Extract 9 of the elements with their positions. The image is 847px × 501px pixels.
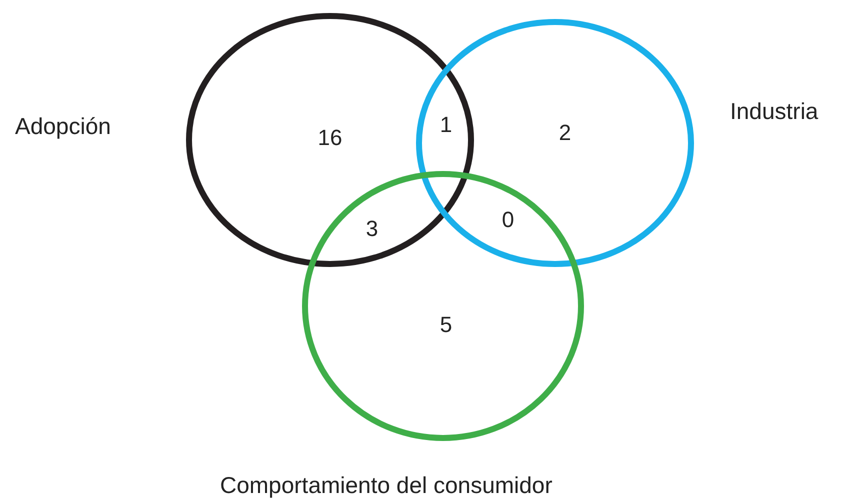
set-label: Industria: [730, 98, 818, 125]
region-count: 16: [318, 125, 342, 151]
region-count: 5: [440, 312, 452, 338]
region-count: 1: [440, 112, 452, 138]
set-label: Adopción: [15, 113, 111, 140]
set-label: Comportamiento del consumidor: [220, 472, 552, 499]
region-count: 2: [558, 120, 572, 146]
region-count: 3: [366, 216, 378, 242]
region-count: 0: [502, 207, 514, 233]
